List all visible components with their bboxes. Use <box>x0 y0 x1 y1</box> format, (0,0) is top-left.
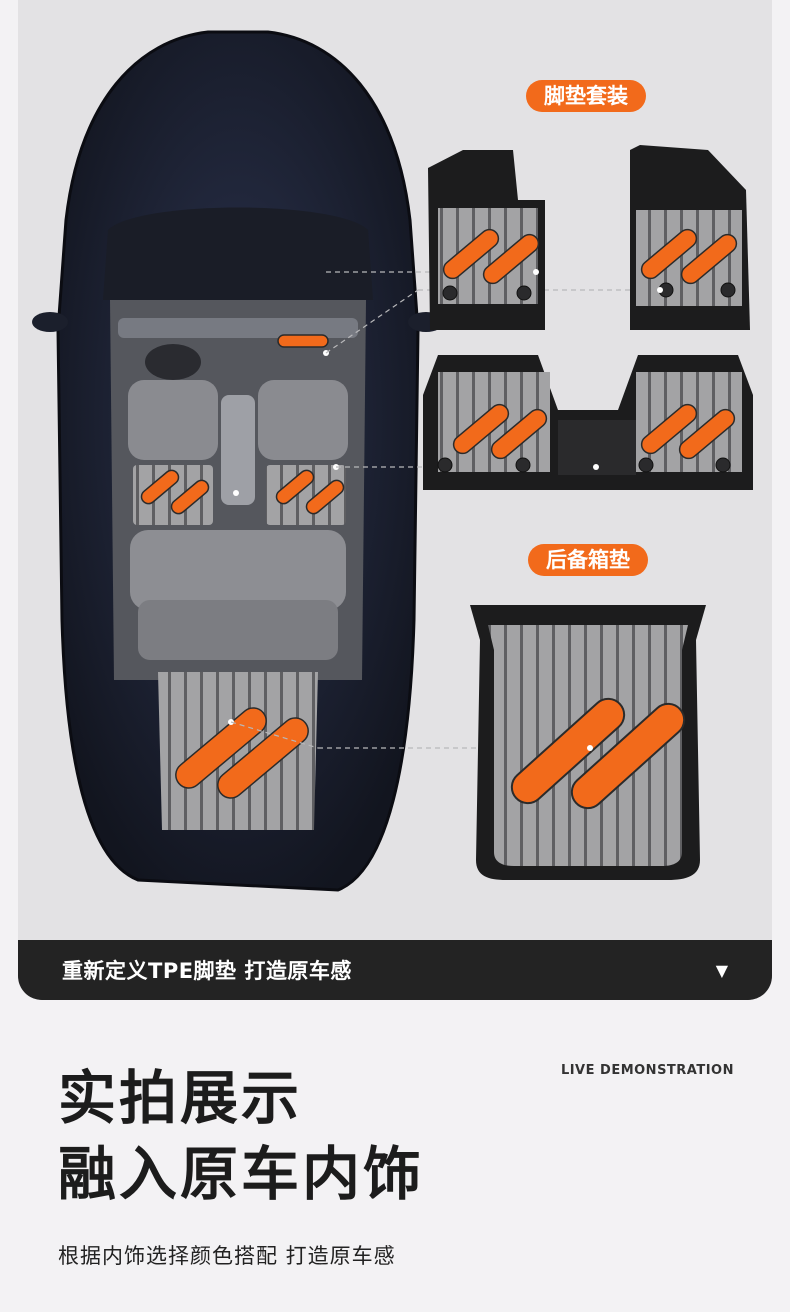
car-top-view <box>32 30 444 892</box>
title-line-1: 实拍展示 <box>58 1064 303 1132</box>
section-subtitle-en: LIVE DEMONSTRATION <box>560 1063 734 1078</box>
section-tagline: 根据内饰选择颜色搭配 打造原车感 <box>58 1244 396 1268</box>
title-line-2: 融入原车内饰 <box>58 1140 425 1208</box>
section-title: 实拍展示 融入原车内饰 <box>58 1060 424 1212</box>
triangle-down-icon[interactable]: ▼ <box>715 960 728 980</box>
floor-mat-set-label: 脚垫套装 <box>526 80 646 112</box>
floor-mat-set-illustration <box>423 145 753 490</box>
banner-text: 重新定义TPE脚垫 打造原车感 <box>62 959 352 983</box>
feature-banner[interactable]: 重新定义TPE脚垫 打造原车感 ▼ <box>18 940 772 1000</box>
product-illustration <box>32 30 753 892</box>
trunk-mat-illustration <box>470 605 706 880</box>
trunk-mat-label: 后备箱垫 <box>528 544 648 576</box>
hero-product-panel: 脚垫套装 后备箱垫 重新定义TPE脚垫 打造原车感 ▼ <box>18 0 772 1000</box>
